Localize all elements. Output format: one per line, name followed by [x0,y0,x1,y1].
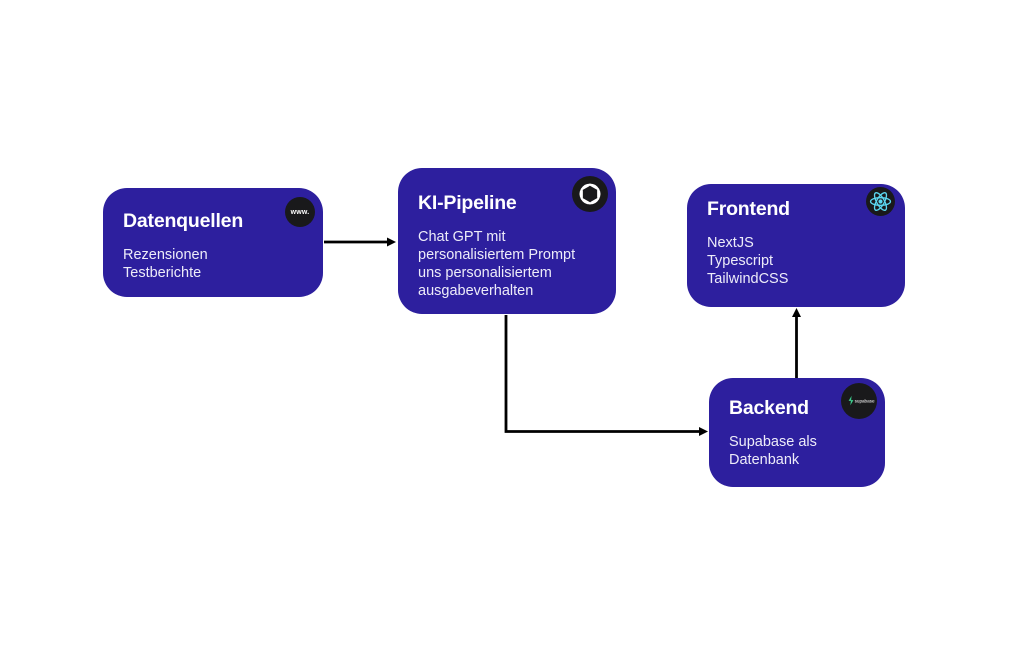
node-line: uns personalisiertem [418,265,552,281]
openai-icon [572,176,608,212]
node-body: Rezensionen Testberichte [123,246,303,282]
www-icon-label: www. [290,208,310,216]
react-icon [866,187,895,216]
node-line: Supabase als [729,434,817,450]
node-line: Chat GPT mit [418,229,506,245]
node-backend: supabase Backend Supabase als Datenbank [709,378,885,487]
node-line: NextJS [707,235,754,251]
node-line: Typescript [707,253,774,269]
node-body: NextJS Typescript TailwindCSS [707,234,885,288]
node-body: Supabase als Datenbank [729,433,865,469]
node-line: Datenbank [729,452,800,468]
node-body: Chat GPT mit personalisiertem Prompt uns… [418,228,596,300]
arrow-ki-pipeline-to-backend [504,315,708,436]
node-title: Frontend [707,198,790,220]
node-line: Rezensionen [123,247,208,263]
react-logo-glyph [869,192,892,211]
node-datenquellen: www. Datenquellen Rezensionen Testberich… [103,188,323,297]
supabase-icon: supabase [841,383,877,419]
node-title: KI-Pipeline [418,192,517,214]
node-frontend: Frontend NextJS Typescript TailwindCSS [687,184,905,307]
node-title: Datenquellen [123,210,244,232]
node-title: Backend [729,397,809,419]
node-line: personalisiertem Prompt [418,247,576,263]
www-icon: www. [285,197,315,227]
node-line: ausgabeverhalten [418,283,534,299]
node-line: Testberichte [123,265,202,281]
supabase-logo-glyph: supabase [848,395,875,406]
node-ki-pipeline: KI-Pipeline Chat GPT mit personalisierte… [398,168,616,314]
node-line: TailwindCSS [707,271,789,287]
openai-logo-glyph [579,183,601,205]
supabase-icon-label: supabase [855,399,875,404]
